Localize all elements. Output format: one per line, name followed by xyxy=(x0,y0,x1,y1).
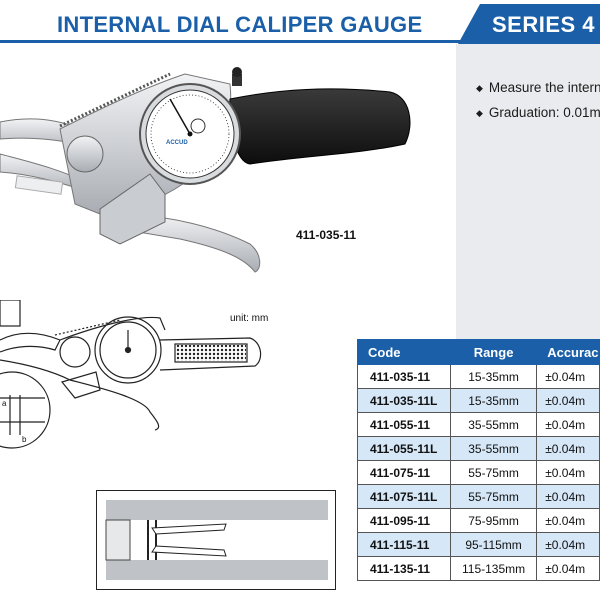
series-label: SERIES 4 xyxy=(492,12,596,37)
page-title: INTERNAL DIAL CALIPER GAUGE xyxy=(57,12,423,37)
diamond-bullet-icon: ◆ xyxy=(476,83,483,93)
cell-code: 411-075-11L xyxy=(357,484,451,509)
cell-code: 411-135-11 xyxy=(357,556,451,581)
feature-item: ◆ Measure the intern xyxy=(476,80,600,95)
unit-label: unit: mm xyxy=(230,313,269,324)
column-header-accuracy: Accurac xyxy=(536,339,600,365)
product-photo: ACCUD xyxy=(0,67,411,273)
cell-code: 411-115-11 xyxy=(357,532,451,557)
cell-accuracy: ±0.04m xyxy=(536,484,600,509)
cell-range: 55-75mm xyxy=(449,460,538,485)
cell-accuracy: ±0.04m xyxy=(536,460,600,485)
cell-accuracy: ±0.04m xyxy=(536,556,600,581)
feature-text: Measure the intern xyxy=(488,80,600,95)
cell-accuracy: ±0.04m xyxy=(536,388,600,413)
cell-accuracy: ±0.04m xyxy=(536,364,600,389)
cell-range: 35-55mm xyxy=(449,436,538,461)
feature-item: ◆ Graduation: 0.01m xyxy=(476,105,600,120)
diamond-bullet-icon: ◆ xyxy=(476,108,483,118)
cell-range: 75-95mm xyxy=(449,508,538,533)
dimension-a-label: a xyxy=(2,399,7,408)
cell-accuracy: ±0.04m xyxy=(536,436,600,461)
cell-code: 411-075-11 xyxy=(357,460,451,485)
column-header-range: Range xyxy=(449,339,538,365)
cell-code: 411-095-11 xyxy=(357,508,451,533)
cell-accuracy: ±0.04m xyxy=(536,508,600,533)
header-divider xyxy=(0,40,600,43)
cell-accuracy: ±0.04m xyxy=(536,532,600,557)
product-model-label: 411-035-11 xyxy=(296,228,357,242)
technical-drawing: a b xyxy=(0,300,262,449)
cell-accuracy: ±0.04m xyxy=(536,412,600,437)
dial-brand: ACCUD xyxy=(166,140,188,146)
cell-code: 411-055-11 xyxy=(357,412,451,437)
column-header-code: Code xyxy=(357,339,451,365)
cell-range: 115-135mm xyxy=(449,556,538,581)
table-header-row: Code Range Accurac xyxy=(357,339,600,365)
series-tab xyxy=(458,4,600,44)
cell-range: 95-115mm xyxy=(449,532,538,557)
bore-diagram xyxy=(96,490,336,590)
cell-range: 15-35mm xyxy=(449,364,538,389)
feature-text: Graduation: 0.01m xyxy=(488,105,600,120)
dimension-b-label: b xyxy=(22,435,27,444)
feature-panel xyxy=(456,44,600,340)
cell-range: 55-75mm xyxy=(449,484,538,509)
cell-range: 35-55mm xyxy=(449,412,538,437)
cell-code: 411-055-11L xyxy=(357,436,451,461)
cell-code: 411-035-11L xyxy=(357,388,451,413)
cell-code: 411-035-11 xyxy=(357,364,451,389)
cell-range: 15-35mm xyxy=(449,388,538,413)
